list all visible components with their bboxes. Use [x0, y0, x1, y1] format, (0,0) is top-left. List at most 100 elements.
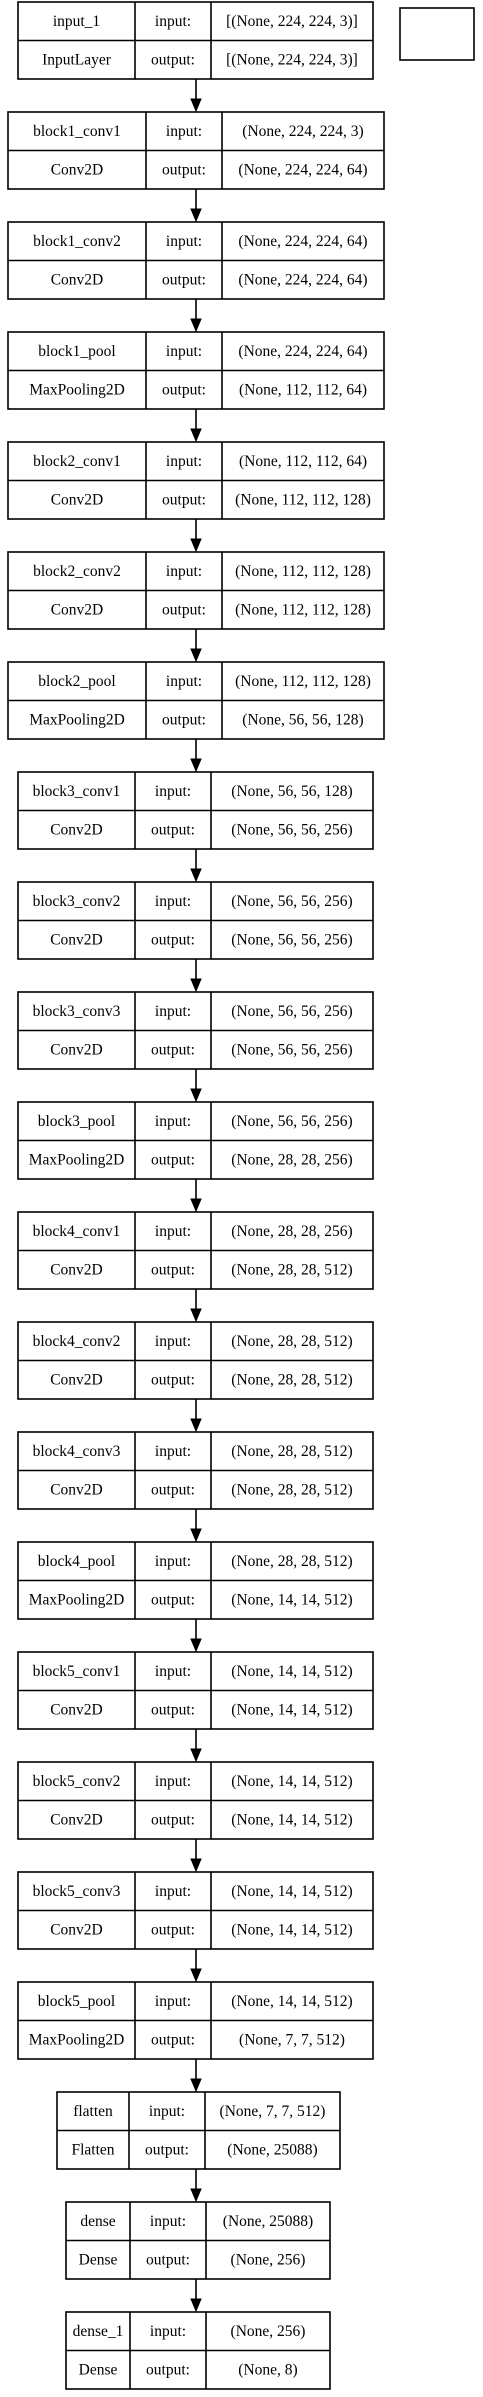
output-label: output: — [162, 711, 206, 728]
input-shape: [(None, 224, 224, 3)] — [226, 13, 358, 30]
layer-type: Flatten — [71, 2141, 114, 2158]
input-shape: (None, 7, 7, 512) — [220, 2103, 326, 2120]
input-shape: (None, 28, 28, 256) — [231, 1223, 352, 1240]
input-shape: (None, 14, 14, 512) — [231, 1993, 352, 2010]
output-shape: (None, 25088) — [227, 2141, 317, 2158]
connector-arrow — [190, 1729, 202, 1763]
output-shape: (None, 14, 14, 512) — [231, 1921, 352, 1938]
input-label: input: — [155, 1883, 191, 1900]
connector-arrow — [190, 409, 202, 443]
layer-type: Conv2D — [50, 821, 103, 838]
output-shape: (None, 56, 56, 256) — [231, 821, 352, 838]
connector-arrow — [190, 1179, 202, 1213]
layer-node: block3_poolMaxPooling2Dinput:output:(Non… — [17, 1101, 374, 1180]
connector-arrow — [190, 1839, 202, 1873]
layer-name: block4_pool — [38, 1553, 116, 1570]
output-shape: (None, 28, 28, 512) — [231, 1481, 352, 1498]
layer-type: MaxPooling2D — [29, 381, 125, 398]
output-label: output: — [151, 821, 195, 838]
layer-name: block1_pool — [38, 343, 116, 360]
connector-arrow — [190, 2169, 202, 2203]
output-shape: (None, 224, 224, 64) — [238, 161, 367, 178]
output-shape: (None, 14, 14, 512) — [231, 1701, 352, 1718]
output-label: output: — [162, 381, 206, 398]
input-shape: (None, 112, 112, 64) — [239, 453, 367, 470]
layer-name: block4_conv2 — [33, 1333, 121, 1350]
connector-arrow — [190, 1289, 202, 1323]
input-shape: (None, 56, 56, 256) — [231, 893, 352, 910]
input-label: input: — [166, 343, 202, 360]
layer-type: Conv2D — [50, 931, 103, 948]
output-shape: (None, 28, 28, 256) — [231, 1151, 352, 1168]
input-label: input: — [166, 673, 202, 690]
layer-type: Conv2D — [51, 601, 104, 618]
layer-name: dense_1 — [73, 2323, 124, 2340]
input-label: input: — [155, 1113, 191, 1130]
input-label: input: — [155, 1003, 191, 1020]
output-label: output: — [151, 931, 195, 948]
connector-arrow — [190, 79, 202, 113]
input-shape: (None, 112, 112, 128) — [235, 673, 371, 690]
layer-name: block2_conv1 — [33, 453, 121, 470]
output-label: output: — [151, 1811, 195, 1828]
output-label: output: — [151, 1041, 195, 1058]
input-label: input: — [150, 2213, 186, 2230]
input-label: input: — [150, 2323, 186, 2340]
layer-type: MaxPooling2D — [29, 1591, 125, 1608]
output-shape: (None, 56, 56, 256) — [231, 931, 352, 948]
output-label: output: — [162, 601, 206, 618]
layer-name: block1_conv1 — [33, 123, 121, 140]
output-shape: (None, 56, 56, 128) — [242, 711, 363, 728]
layer-type: MaxPooling2D — [29, 1151, 125, 1168]
connector-arrow — [190, 959, 202, 993]
output-label: output: — [151, 1921, 195, 1938]
layer-type: Conv2D — [51, 161, 104, 178]
input-label: input: — [155, 13, 191, 30]
output-shape: [(None, 224, 224, 3)] — [226, 51, 358, 68]
input-label: input: — [149, 2103, 185, 2120]
input-label: input: — [166, 453, 202, 470]
layer-type: Conv2D — [50, 1371, 103, 1388]
layer-name: block2_conv2 — [33, 563, 121, 580]
input-shape: (None, 56, 56, 128) — [231, 783, 352, 800]
input-shape: (None, 56, 56, 256) — [231, 1113, 352, 1130]
output-shape: (None, 28, 28, 512) — [231, 1371, 352, 1388]
output-label: output: — [162, 271, 206, 288]
output-label: output: — [146, 2361, 190, 2378]
layer-name: block5_conv1 — [33, 1663, 121, 1680]
layer-name: block1_conv2 — [33, 233, 121, 250]
layer-type: Conv2D — [50, 1041, 103, 1058]
input-label: input: — [155, 893, 191, 910]
layer-name: flatten — [73, 2103, 113, 2120]
connector-arrow — [190, 1509, 202, 1543]
layer-type: InputLayer — [42, 51, 112, 68]
layer-name: block5_conv3 — [33, 1883, 121, 1900]
layer-node: block2_poolMaxPooling2Dinput:output:(Non… — [7, 661, 385, 740]
output-shape: (None, 8) — [238, 2361, 297, 2378]
input-shape: (None, 56, 56, 256) — [231, 1003, 352, 1020]
output-label: output: — [145, 2141, 189, 2158]
connector-arrow — [190, 299, 202, 333]
connector-arrow — [190, 1069, 202, 1103]
input-shape: (None, 224, 224, 64) — [238, 233, 367, 250]
input-shape: (None, 224, 224, 64) — [238, 343, 367, 360]
input-shape: (None, 28, 28, 512) — [231, 1333, 352, 1350]
layer-node: block5_poolMaxPooling2Dinput:output:(Non… — [17, 1981, 374, 2060]
input-shape: (None, 224, 224, 3) — [242, 123, 363, 140]
output-label: output: — [162, 491, 206, 508]
input-shape: (None, 14, 14, 512) — [231, 1663, 352, 1680]
output-shape: (None, 28, 28, 512) — [231, 1261, 352, 1278]
output-shape: (None, 112, 112, 128) — [235, 601, 371, 618]
connector-arrow — [190, 739, 202, 773]
